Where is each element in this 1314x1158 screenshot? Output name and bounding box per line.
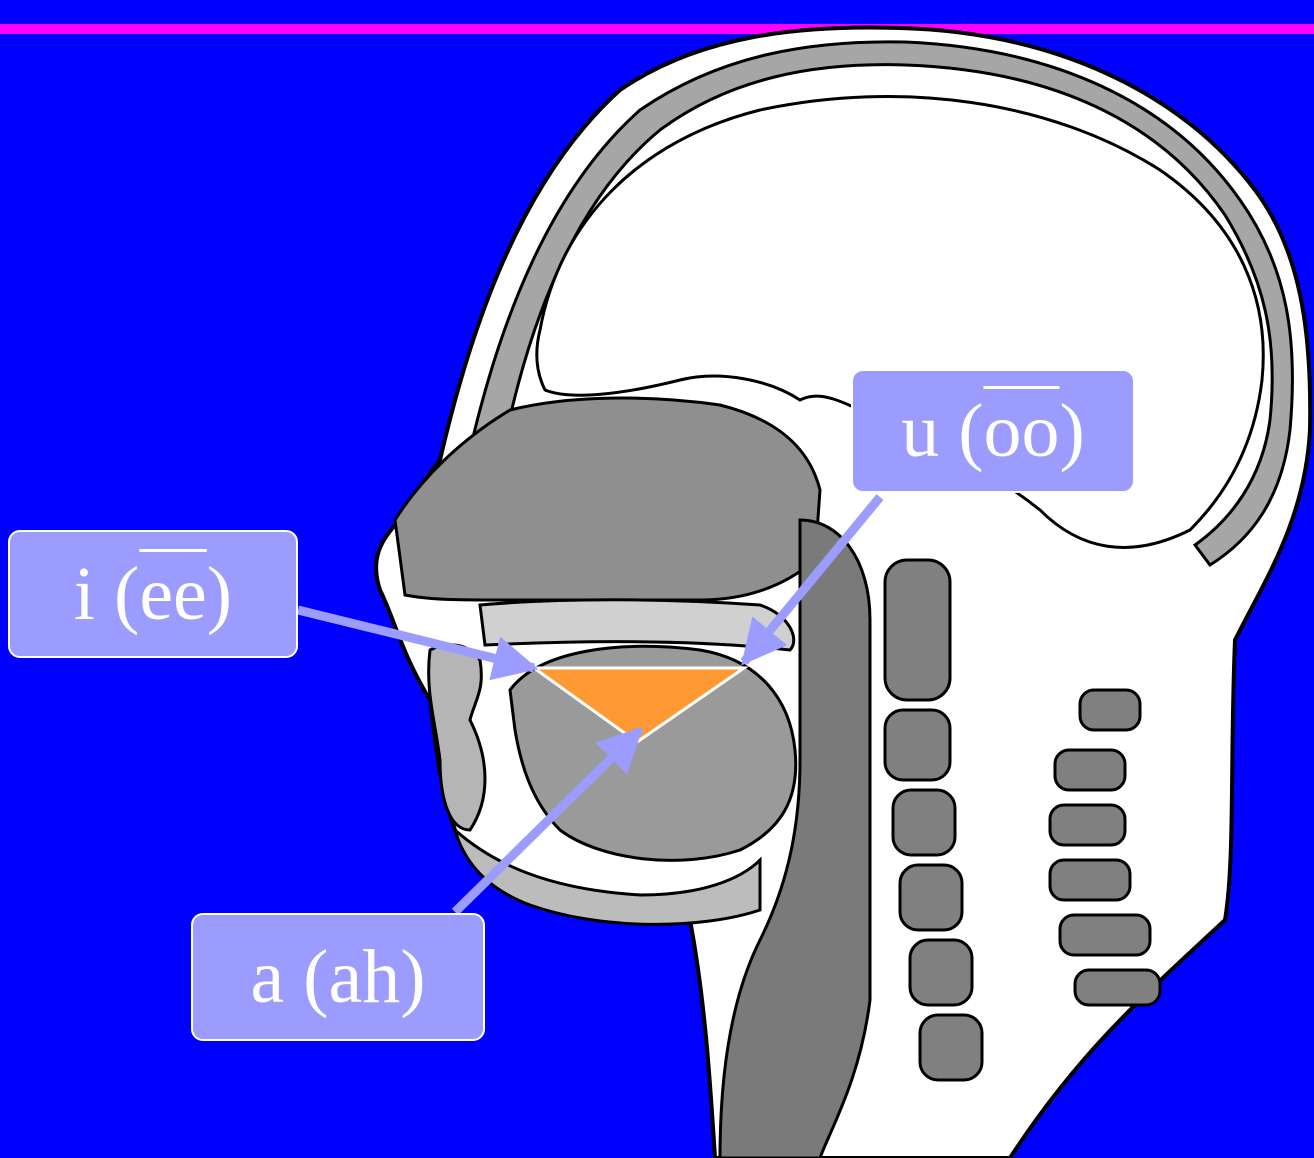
lips (429, 645, 485, 830)
vowel-label-u: u (oo) (851, 369, 1135, 493)
label-i-suffix: ) (207, 556, 232, 632)
label-u-overlined: oo (984, 393, 1060, 469)
label-i-prefix: i ( (74, 556, 139, 632)
vowel-label-a: a (ah) (191, 913, 485, 1041)
label-a-text: a (ah) (250, 939, 425, 1015)
label-i-overlined: ee (139, 556, 206, 632)
label-u-prefix: u ( (901, 393, 983, 469)
hard-palate (480, 600, 794, 650)
label-u-suffix: ) (1060, 393, 1085, 469)
vowel-label-i: i (ee) (8, 530, 298, 658)
top-stripe (0, 24, 1314, 34)
